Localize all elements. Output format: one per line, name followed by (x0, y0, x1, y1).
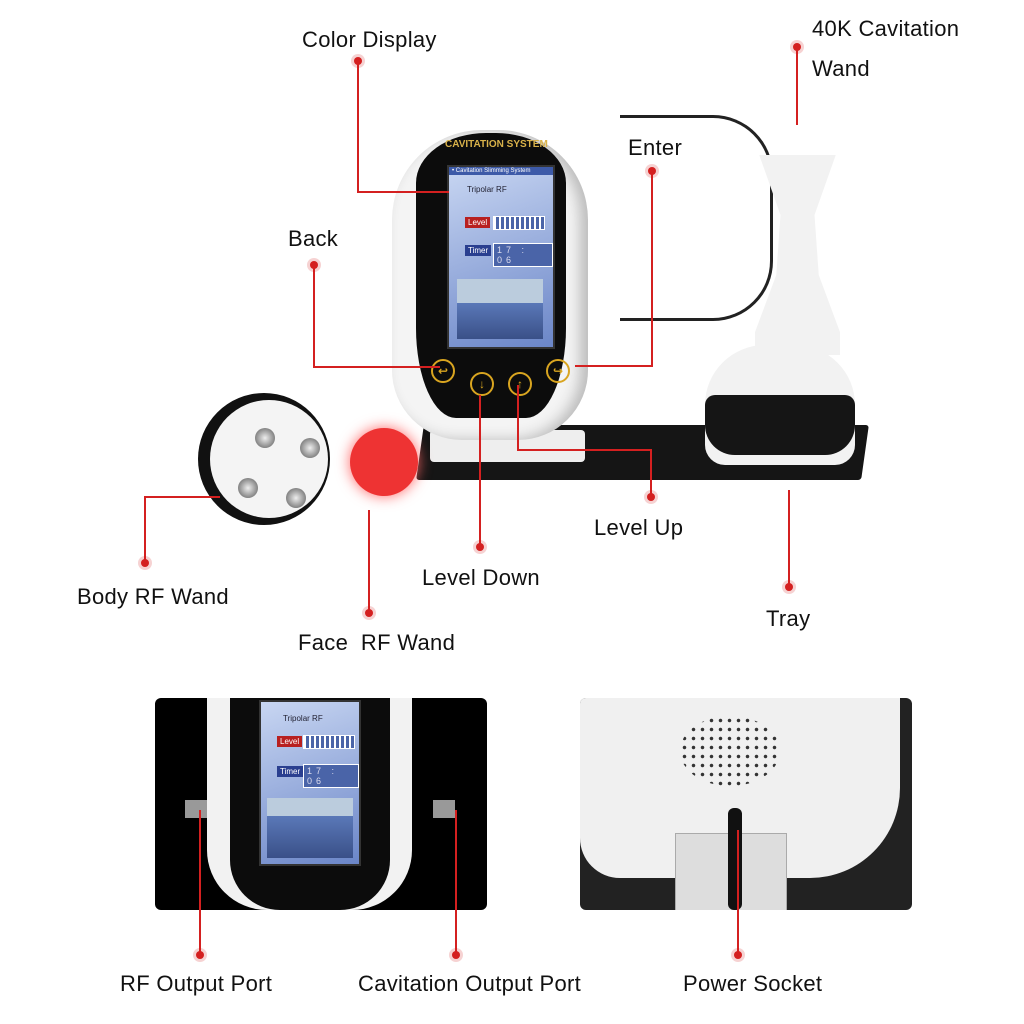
callout-dot (365, 609, 373, 617)
label-cavitation-output-port: Cavitation Output Port (358, 971, 582, 996)
color-display: • Cavitation Slimming System Tripolar RF… (447, 165, 555, 349)
label-cavitation-wand-line1: 40K Cavitation (812, 16, 960, 41)
screen-header: • Cavitation Slimming System (449, 167, 553, 175)
label-power-socket: Power Socket (683, 971, 823, 996)
label-body-rf-wand: Body RF Wand (77, 584, 229, 609)
callout-dot (793, 43, 801, 51)
speaker-grille (680, 716, 780, 786)
cavitation-output-port (433, 800, 455, 818)
closeup-level-bar (303, 735, 355, 749)
cavitation-wand-cable (620, 115, 773, 321)
callout-dot (196, 951, 204, 959)
callout-dot (452, 951, 460, 959)
back-button[interactable]: ↩ (431, 359, 455, 383)
enter-button[interactable]: ↪ (546, 359, 570, 383)
label-cavitation-wand-line2: Wand (812, 56, 870, 81)
callout-dot (354, 57, 362, 65)
label-face-rf-wand: Face RF Wand (298, 630, 456, 655)
screen-mode: Tripolar RF (467, 185, 507, 194)
body-rf-wand-face (210, 400, 328, 518)
closeup-timer-value: 17 : 06 (303, 764, 359, 788)
label-level-up: Level Up (594, 515, 684, 540)
label-back: Back (288, 226, 339, 251)
power-cable (728, 808, 742, 910)
label-rf-output-port: RF Output Port (120, 971, 273, 996)
closeup-screen-mode: Tripolar RF (283, 714, 323, 723)
device-brand: CAVITATION SYSTEM (445, 139, 548, 150)
callout-dot (785, 583, 793, 591)
electrode (238, 478, 258, 498)
label-tray: Tray (766, 606, 811, 631)
screen-level-label: Level (465, 217, 491, 228)
label-color-display: Color Display (302, 27, 437, 52)
electrode (286, 488, 306, 508)
callout-dot (476, 543, 484, 551)
electrode (300, 438, 320, 458)
level-up-button[interactable]: ↑ (508, 372, 532, 396)
callout-dot (734, 951, 742, 959)
screen-illustration (457, 279, 543, 339)
electrode (255, 428, 275, 448)
callout-dot (310, 261, 318, 269)
callout-dot (647, 493, 655, 501)
level-bar (493, 216, 545, 230)
callout-dot (648, 167, 656, 175)
screen-timer-label: Timer (465, 245, 492, 256)
callout-dot (141, 559, 149, 567)
label-level-down: Level Down (422, 565, 540, 590)
closeup-level-label: Level (277, 736, 303, 747)
rf-output-port (185, 800, 207, 818)
front-closeup-photo: Tripolar RF Level Timer 17 : 06 (155, 698, 487, 910)
cavitation-wand-head (705, 395, 855, 455)
screen-timer-value: 17 : 06 (493, 243, 553, 267)
level-down-button[interactable]: ↓ (470, 372, 494, 396)
face-rf-wand (350, 428, 418, 496)
label-enter: Enter (628, 135, 683, 160)
rear-closeup-photo (580, 698, 912, 910)
closeup-timer-label: Timer (277, 766, 304, 777)
